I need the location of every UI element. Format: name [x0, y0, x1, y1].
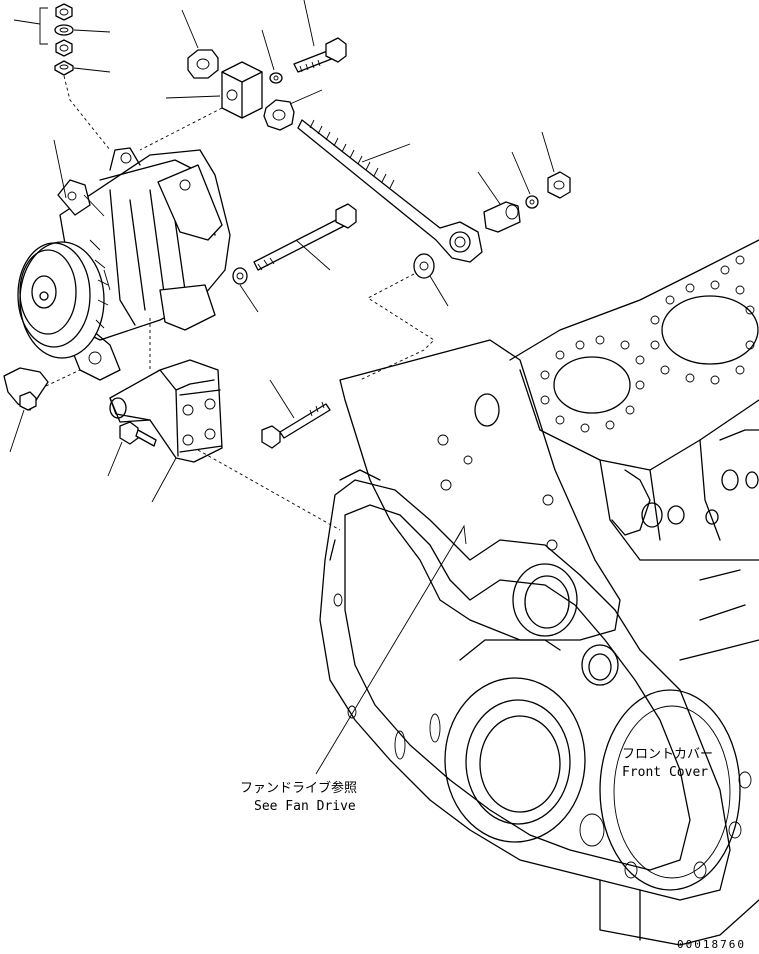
front-cover-label-jp: フロントカバー [622, 747, 713, 762]
fan-drive-leader [315, 529, 463, 775]
alternator-top-leader [83, 194, 105, 217]
front-cover [319, 339, 759, 946]
cover-mount-bolt [261, 379, 331, 449]
nut-washer-stack [13, 3, 111, 151]
mounting-bolt-long [232, 203, 449, 381]
figure-number: 00018760 [677, 938, 746, 951]
fan-drive-arrow-icon [455, 524, 467, 545]
alternator-leader [53, 139, 67, 199]
adjust-hardware-top [139, 0, 347, 151]
pulley-leader [103, 269, 111, 291]
alternator [17, 147, 231, 381]
cover-bracket [3, 367, 81, 453]
front-cover-label-en: Front Cover [622, 765, 708, 780]
alternator-bracket [109, 318, 341, 531]
bracket-bolt [107, 421, 157, 477]
adjusting-rod [297, 119, 571, 263]
fan-drive-label-jp: ファンドライブ参照 [240, 780, 357, 796]
fan-drive-label-en: See Fan Drive [254, 799, 356, 814]
engine-block [509, 239, 759, 661]
